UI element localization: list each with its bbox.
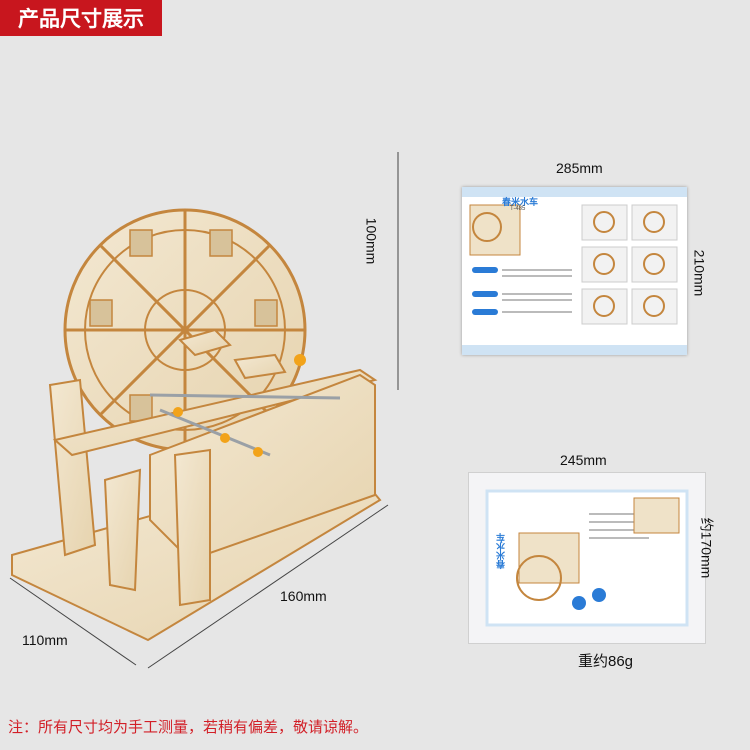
package-title: 春米水车 — [496, 533, 506, 569]
card-height-label: 210mm — [691, 249, 708, 297]
instruction-card-graphics — [462, 187, 687, 355]
model-height-label: 100mm — [363, 217, 380, 265]
page-title-badge: 产品尺寸展示 — [0, 0, 162, 36]
package-bag: 春米水车 — [468, 472, 706, 644]
card-code: T-485 — [510, 206, 526, 212]
weight-label: 重约86g — [578, 653, 634, 670]
package-graphics — [485, 489, 689, 627]
bag-width-label: 245mm — [560, 452, 607, 468]
measurement-note: 注：所有尺寸均为手工测量，若稍有偏差，敬请谅解。 — [8, 719, 369, 736]
instruction-card: 春米水车 T-485 — [462, 187, 687, 355]
model-depth-label: 110mm — [22, 632, 68, 648]
water-wheel — [63, 208, 307, 452]
card-width-label: 285mm — [556, 160, 603, 176]
model-length-label: 160mm — [280, 588, 327, 604]
bag-height-label: 约170mm — [698, 517, 715, 579]
card-title: 春米水车 — [502, 197, 539, 207]
